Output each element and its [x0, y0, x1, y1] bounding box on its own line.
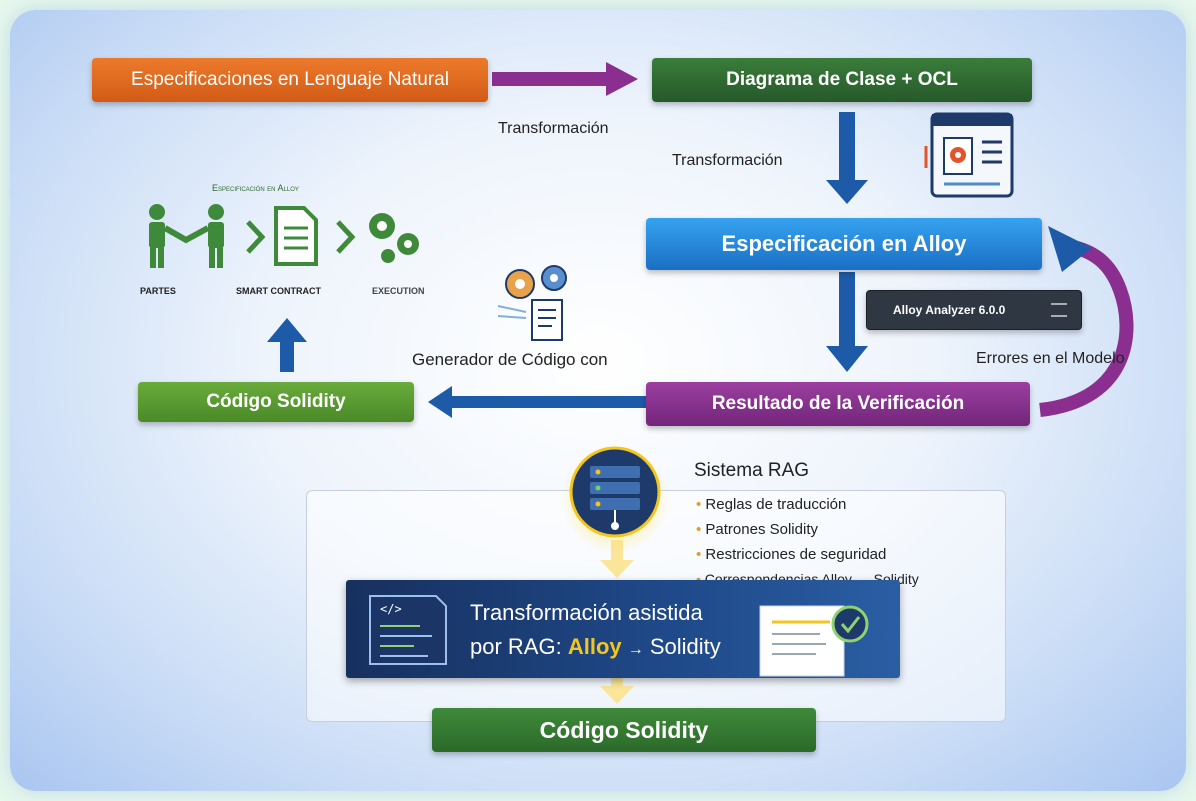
- menu-icon: [1051, 303, 1067, 317]
- arrow-feedback-loop: [1039, 226, 1134, 417]
- transform-label-2: Transformación: [672, 152, 783, 169]
- verification-result-box: Resultado de la Verificación: [646, 382, 1030, 426]
- natural-spec-box: Especificaciones en Lenguaje Natural: [92, 58, 488, 102]
- alloy-spec-label: Especificación en Alloy: [721, 231, 967, 256]
- class-diagram-box: Diagrama de Clase + OCL: [652, 58, 1032, 102]
- rag-title: Sistema RAG: [694, 460, 810, 481]
- alloy-analyzer-badge: Alloy Analyzer 6.0.0: [866, 290, 1082, 330]
- arrow-class-to-alloy: [826, 112, 868, 204]
- verification-result-label: Resultado de la Verificación: [711, 393, 965, 414]
- rag-item: • Patrones Solidity: [696, 521, 818, 538]
- flow-heading: Especificación en Alloy: [212, 183, 299, 193]
- alloy-spec-box: Especificación en Alloy: [646, 218, 1042, 270]
- code-generator-label: Generador de Código con: [412, 350, 608, 369]
- execution-label: EXECUTION: [372, 286, 425, 296]
- solidity-code-box-top: Código Solidity: [138, 382, 414, 422]
- solidity-code-label-top: Código Solidity: [206, 391, 346, 412]
- rag-glow: [560, 444, 670, 554]
- class-diagram-label: Diagrama de Clase + OCL: [726, 69, 958, 90]
- code-tag: </>: [380, 602, 402, 616]
- parties-label: PARTES: [140, 286, 176, 296]
- smart-contract-label: SMART CONTRACT: [236, 286, 321, 296]
- banner-line-2: por RAG: Alloy → Solidity: [470, 634, 721, 659]
- alloy-analyzer-label: Alloy Analyzer 6.0.0: [893, 303, 1006, 317]
- solidity-code-label-bottom: Código Solidity: [539, 716, 709, 743]
- arrow-solidity-up: [267, 318, 307, 372]
- rag-transform-banner: [346, 580, 900, 678]
- arrow-verification-to-solidity: [428, 386, 646, 418]
- natural-spec-label: Especificaciones en Lenguaje Natural: [131, 69, 449, 90]
- rag-item: • Restricciones de seguridad: [696, 546, 887, 563]
- model-errors-label: Errores en el Modelo: [976, 350, 1125, 367]
- rag-item: • Reglas de traducción: [696, 496, 847, 513]
- arrow-alloy-to-verification: [826, 272, 868, 372]
- transform-label-1: Transformación: [498, 120, 609, 137]
- solidity-code-box-bottom: Código Solidity: [432, 708, 816, 752]
- banner-line-1: Transformación asistida: [470, 600, 703, 625]
- arrow-natural-to-class: [492, 62, 638, 96]
